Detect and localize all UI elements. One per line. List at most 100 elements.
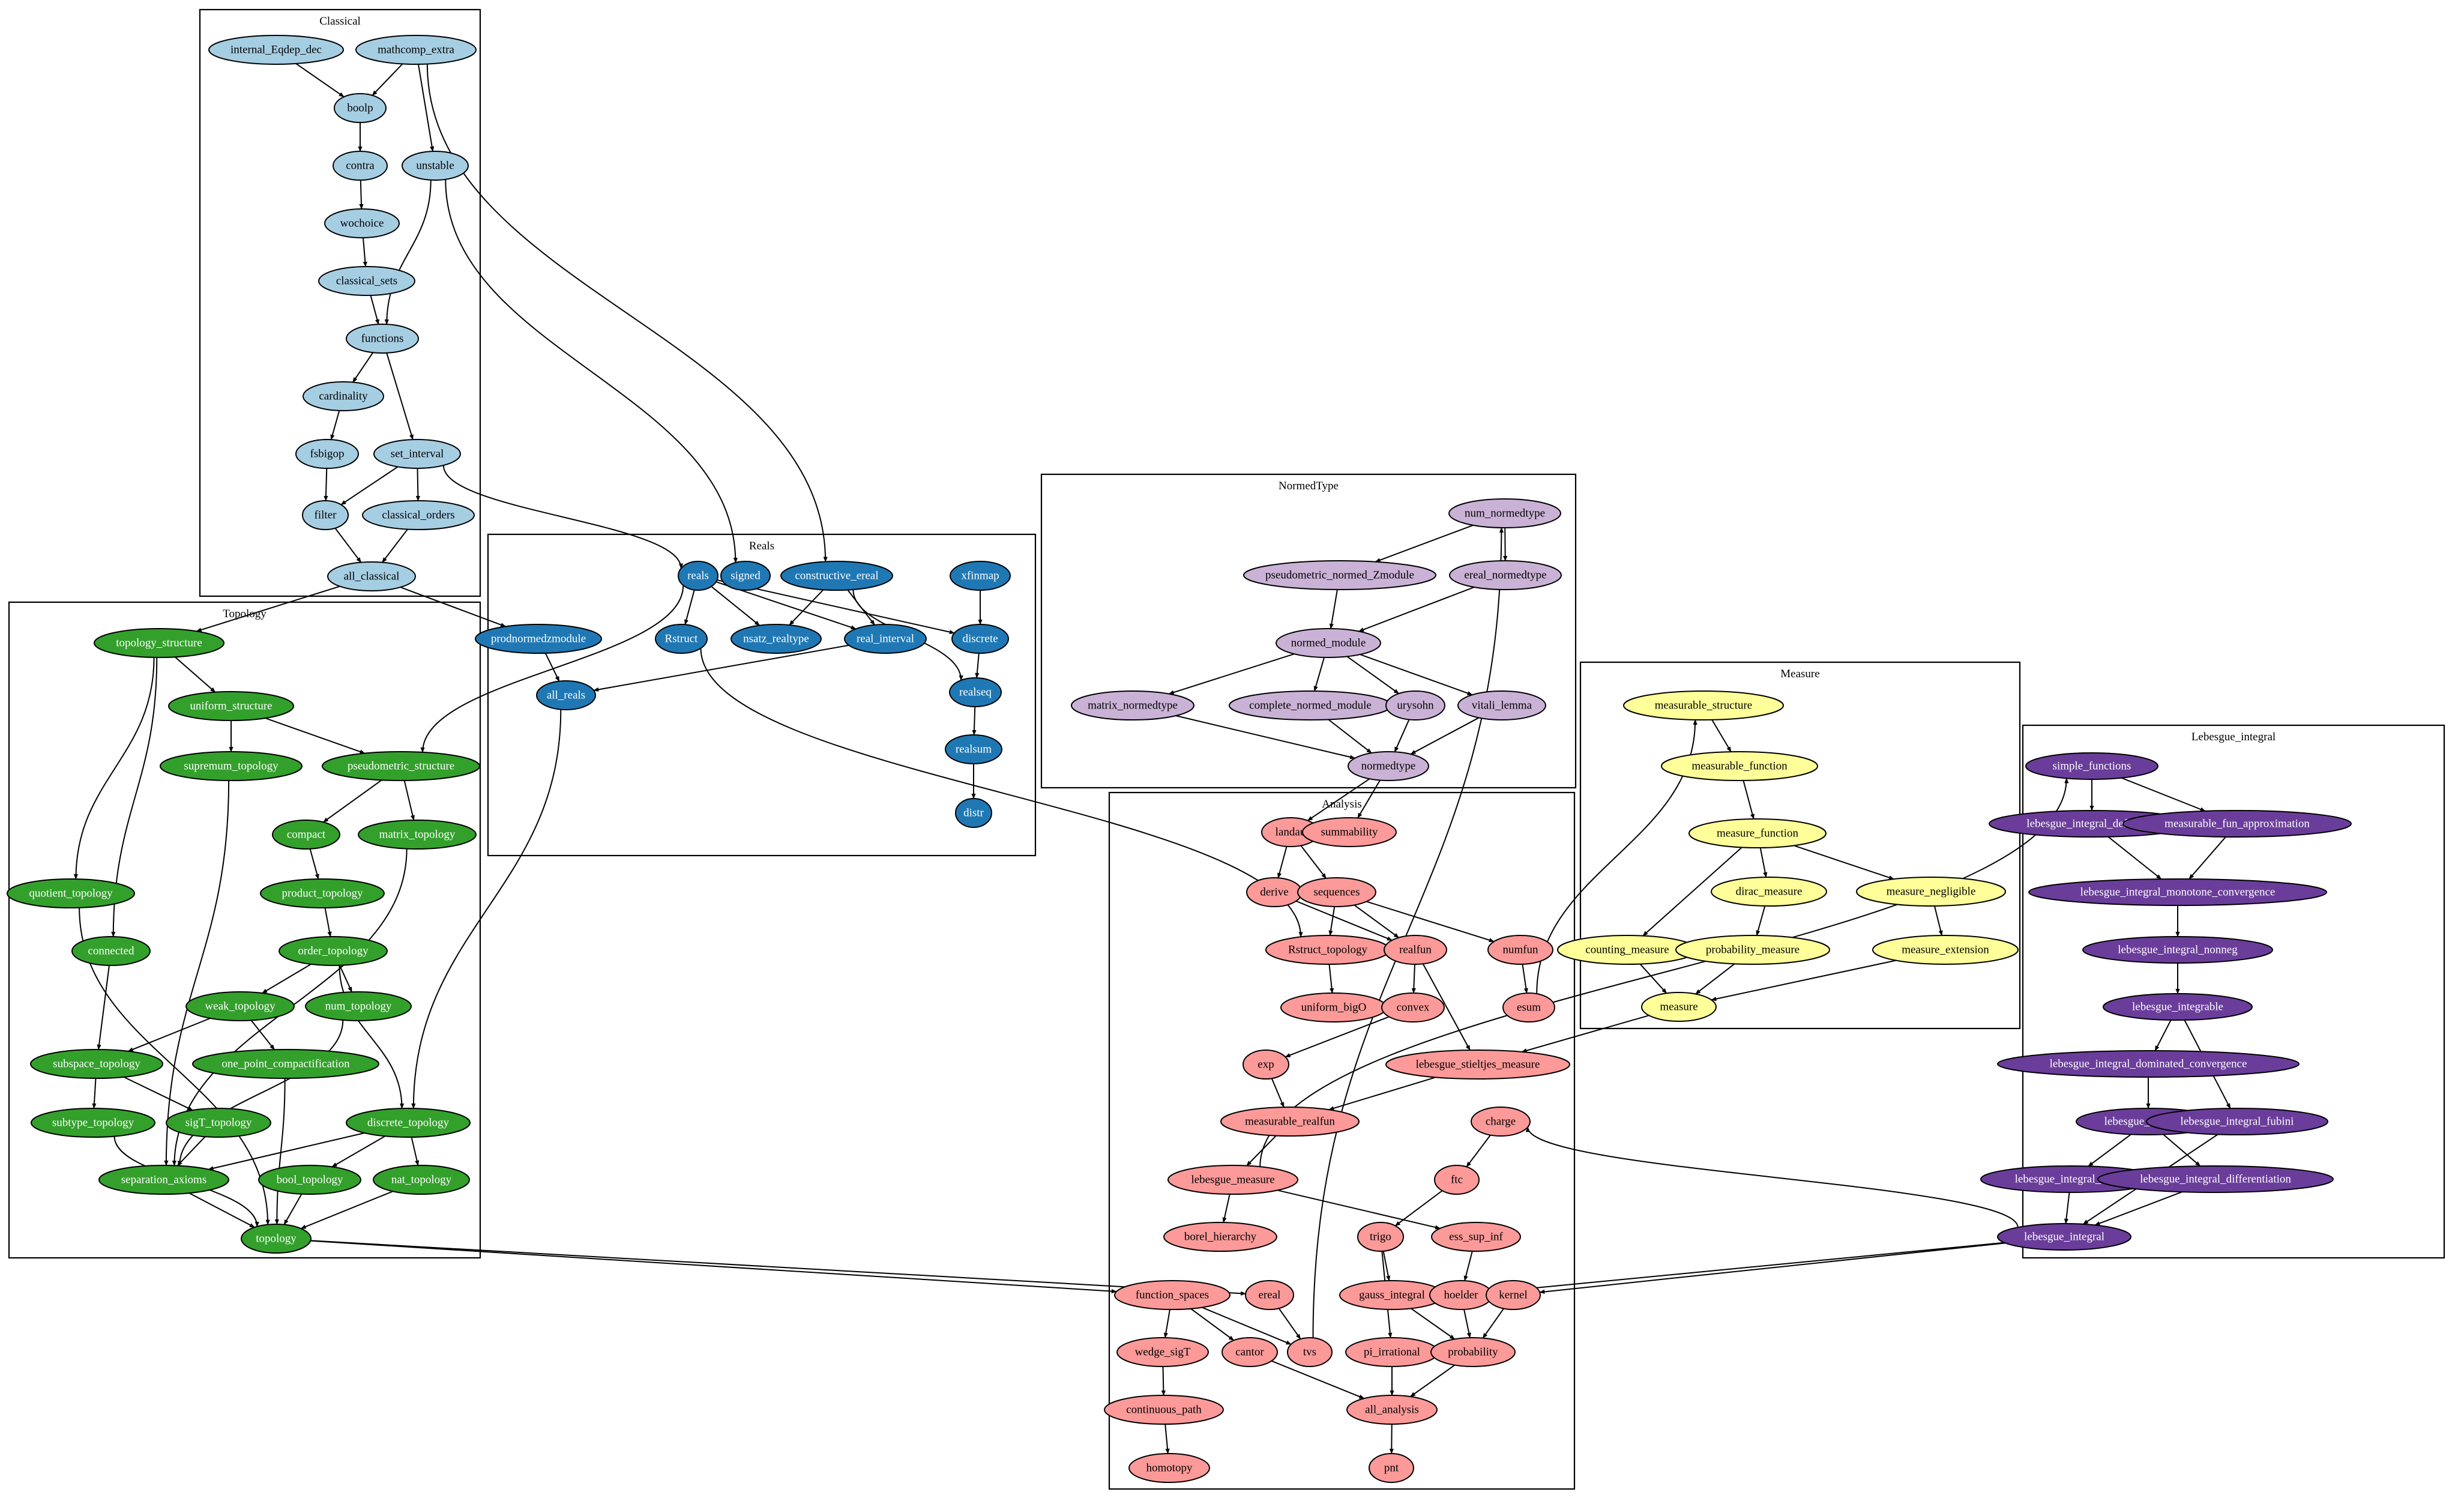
- node-measure_extension[interactable]: measure_extension: [1872, 935, 2019, 965]
- node-lebesgue_integral_dominated_convergence[interactable]: lebesgue_integral_dominated_convergence: [1997, 1050, 2300, 1078]
- node-vitali_lemma[interactable]: vitali_lemma: [1457, 690, 1546, 720]
- node-bool_topology[interactable]: bool_topology: [258, 1165, 361, 1195]
- node-charge[interactable]: charge: [1471, 1107, 1531, 1137]
- node-function_spaces[interactable]: function_spaces: [1114, 1280, 1230, 1310]
- node-homotopy[interactable]: homotopy: [1128, 1453, 1210, 1483]
- node-lebesgue_stieltjes_measure[interactable]: lebesgue_stieltjes_measure: [1385, 1050, 1570, 1080]
- node-hoelder[interactable]: hoelder: [1429, 1280, 1493, 1310]
- node-subtype_topology[interactable]: subtype_topology: [31, 1108, 155, 1138]
- node-nat_topology[interactable]: nat_topology: [373, 1165, 470, 1195]
- node-internal_Eqdep_dec[interactable]: internal_Eqdep_dec: [208, 35, 344, 65]
- node-Rstruct[interactable]: Rstruct: [655, 624, 708, 654]
- node-lebesgue_integral_monotone_convergence[interactable]: lebesgue_integral_monotone_convergence: [2028, 878, 2327, 906]
- node-pi_irrational[interactable]: pi_irrational: [1345, 1337, 1439, 1367]
- node-ftc[interactable]: ftc: [1434, 1165, 1480, 1195]
- node-derive[interactable]: derive: [1246, 877, 1303, 907]
- node-realfun[interactable]: realfun: [1384, 935, 1447, 965]
- node-measurable_function[interactable]: measurable_function: [1661, 751, 1818, 781]
- node-ereal[interactable]: ereal: [1245, 1280, 1294, 1310]
- node-uniform_bigO[interactable]: uniform_bigO: [1280, 992, 1387, 1022]
- node-matrix_normedtype[interactable]: matrix_normedtype: [1071, 690, 1194, 720]
- node-ess_sup_inf[interactable]: ess_sup_inf: [1431, 1222, 1521, 1252]
- node-exp[interactable]: exp: [1243, 1050, 1289, 1080]
- node-unstable[interactable]: unstable: [402, 151, 469, 181]
- node-probability_measure[interactable]: probability_measure: [1675, 935, 1830, 965]
- node-complete_normed_module[interactable]: complete_normed_module: [1229, 690, 1392, 720]
- node-topology_structure[interactable]: topology_structure: [94, 628, 224, 658]
- node-separation_axioms[interactable]: separation_axioms: [98, 1165, 229, 1195]
- node-pseudometric_normed_Zmodule[interactable]: pseudometric_normed_Zmodule: [1243, 560, 1436, 590]
- node-all_analysis[interactable]: all_analysis: [1346, 1395, 1438, 1425]
- node-real_interval[interactable]: real_interval: [844, 624, 927, 654]
- node-quotient_topology[interactable]: quotient_topology: [7, 878, 135, 908]
- node-borel_hierarchy[interactable]: borel_hierarchy: [1163, 1222, 1277, 1252]
- node-functions[interactable]: functions: [346, 324, 419, 354]
- node-mathcomp_extra[interactable]: mathcomp_extra: [355, 35, 477, 65]
- node-prodnormedzmodule[interactable]: prodnormedzmodule: [475, 624, 602, 654]
- node-uniform_structure[interactable]: uniform_structure: [168, 691, 294, 721]
- node-measurable_fun_approximation[interactable]: measurable_fun_approximation: [2122, 810, 2352, 838]
- node-measure_function[interactable]: measure_function: [1688, 818, 1827, 848]
- node-discrete[interactable]: discrete: [951, 624, 1009, 654]
- node-counting_measure[interactable]: counting_measure: [1557, 935, 1697, 965]
- node-continuous_path[interactable]: continuous_path: [1104, 1395, 1224, 1425]
- node-summability[interactable]: summability: [1302, 817, 1397, 847]
- node-urysohn[interactable]: urysohn: [1385, 690, 1445, 720]
- node-connected[interactable]: connected: [71, 936, 151, 966]
- node-matrix_topology[interactable]: matrix_topology: [358, 820, 477, 850]
- node-Rstruct_topology[interactable]: Rstruct_topology: [1265, 935, 1390, 965]
- node-order_topology[interactable]: order_topology: [279, 936, 388, 966]
- node-trigo[interactable]: trigo: [1357, 1222, 1404, 1252]
- node-realsum[interactable]: realsum: [945, 734, 1002, 764]
- node-reals[interactable]: reals: [678, 561, 718, 591]
- node-contra[interactable]: contra: [333, 151, 388, 181]
- node-lebesgue_integral_nonneg[interactable]: lebesgue_integral_nonneg: [2082, 936, 2273, 964]
- node-esum[interactable]: esum: [1502, 992, 1555, 1022]
- node-numfun[interactable]: numfun: [1487, 935, 1553, 965]
- node-subspace_topology[interactable]: subspace_topology: [30, 1049, 163, 1079]
- node-product_topology[interactable]: product_topology: [260, 878, 385, 908]
- node-classical_sets[interactable]: classical_sets: [318, 266, 415, 296]
- node-wedge_sigT[interactable]: wedge_sigT: [1116, 1337, 1209, 1367]
- node-pseudometric_structure[interactable]: pseudometric_structure: [322, 751, 480, 781]
- node-all_classical[interactable]: all_classical: [327, 561, 416, 591]
- node-realseq[interactable]: realseq: [949, 677, 1002, 707]
- node-distr[interactable]: distr: [955, 798, 992, 828]
- node-normed_module[interactable]: normed_module: [1276, 628, 1381, 658]
- node-discrete_topology[interactable]: discrete_topology: [346, 1108, 471, 1138]
- node-fsbigop[interactable]: fsbigop: [295, 439, 359, 469]
- node-lebesgue_measure[interactable]: lebesgue_measure: [1167, 1165, 1298, 1195]
- node-lebesgue_integrable[interactable]: lebesgue_integrable: [2103, 993, 2253, 1021]
- node-num_topology[interactable]: num_topology: [305, 991, 412, 1021]
- node-gauss_integral[interactable]: gauss_integral: [1339, 1280, 1445, 1310]
- node-lebesgue_integral_fubini[interactable]: lebesgue_integral_fubini: [2146, 1108, 2328, 1135]
- node-nsatz_realtype[interactable]: nsatz_realtype: [730, 624, 822, 654]
- node-measurable_structure[interactable]: measurable_structure: [1623, 690, 1784, 720]
- node-one_point_compactification[interactable]: one_point_compactification: [192, 1049, 379, 1079]
- node-kernel[interactable]: kernel: [1486, 1280, 1541, 1310]
- node-probability[interactable]: probability: [1430, 1337, 1516, 1367]
- node-filter[interactable]: filter: [302, 500, 349, 530]
- node-cardinality[interactable]: cardinality: [303, 381, 384, 411]
- node-boolp[interactable]: boolp: [334, 93, 387, 123]
- node-topology[interactable]: topology: [241, 1224, 312, 1254]
- node-supremum_topology[interactable]: supremum_topology: [160, 751, 303, 781]
- node-xfinmap[interactable]: xfinmap: [950, 561, 1011, 591]
- node-sequences[interactable]: sequences: [1297, 877, 1376, 907]
- node-num_normedtype[interactable]: num_normedtype: [1448, 498, 1561, 528]
- node-constructive_ereal[interactable]: constructive_ereal: [780, 561, 893, 591]
- node-lebesgue_integral[interactable]: lebesgue_integral: [1997, 1223, 2131, 1251]
- node-measure_negligible[interactable]: measure_negligible: [1856, 877, 2006, 907]
- node-sigT_topology[interactable]: sigT_topology: [166, 1108, 271, 1138]
- node-measure[interactable]: measure: [1641, 992, 1717, 1022]
- node-simple_functions[interactable]: simple_functions: [2025, 752, 2158, 780]
- node-landau[interactable]: landau: [1261, 817, 1320, 847]
- node-classical_orders[interactable]: classical_orders: [362, 500, 475, 530]
- node-signed[interactable]: signed: [720, 561, 771, 591]
- node-compact[interactable]: compact: [272, 820, 340, 850]
- node-cantor[interactable]: cantor: [1221, 1337, 1278, 1367]
- node-dirac_measure[interactable]: dirac_measure: [1711, 877, 1827, 907]
- node-set_interval[interactable]: set_interval: [373, 439, 461, 469]
- node-normedtype[interactable]: normedtype: [1348, 751, 1429, 781]
- node-wochoice[interactable]: wochoice: [324, 208, 400, 238]
